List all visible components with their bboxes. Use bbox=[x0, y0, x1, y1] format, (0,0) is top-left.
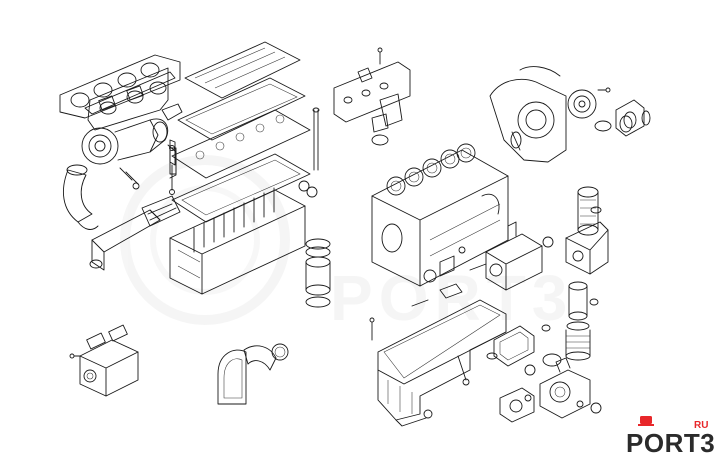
cylinder-head bbox=[169, 107, 320, 295]
flywheel bbox=[567, 87, 651, 137]
air-compressor bbox=[69, 324, 139, 397]
oil-filter bbox=[565, 186, 609, 361]
logo-main-text: PORT3 bbox=[626, 428, 714, 458]
logo-suffix-text: RU bbox=[694, 420, 708, 431]
oil-pan bbox=[369, 283, 507, 427]
piston-icon bbox=[638, 416, 654, 426]
port3-logo: PORT3 RU bbox=[626, 416, 714, 458]
timing-cover bbox=[489, 66, 567, 163]
turbocharger bbox=[81, 103, 183, 190]
intake-manifold bbox=[333, 47, 411, 146]
exhaust-manifold-gaskets bbox=[59, 54, 181, 131]
fuel-pump bbox=[469, 221, 554, 291]
exhaust-pipes bbox=[62, 164, 181, 271]
cylinder-liner bbox=[305, 238, 331, 308]
crankshaft-seals bbox=[217, 324, 562, 405]
watermark-text: PORT3 bbox=[330, 262, 573, 334]
background-watermark: PORT3 bbox=[120, 155, 573, 334]
water-pump bbox=[499, 357, 602, 423]
valve-cover bbox=[169, 41, 311, 223]
